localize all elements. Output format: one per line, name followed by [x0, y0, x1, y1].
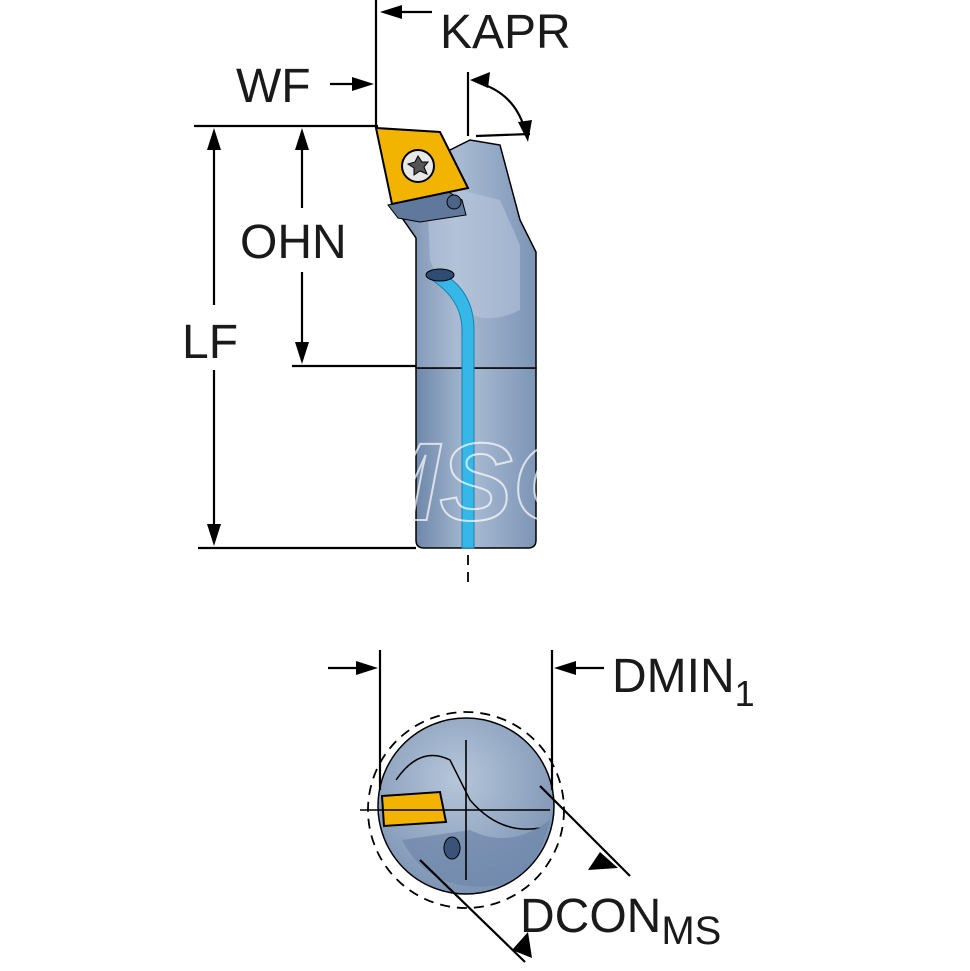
kapr-arc-arrow-top — [470, 72, 490, 88]
watermark: MSC — [348, 421, 594, 544]
coolant-channel — [431, 271, 475, 549]
ohn-label: OHN — [240, 216, 347, 269]
dcon-arrow-lower — [512, 932, 532, 958]
ohn-arrow-bottom — [295, 342, 309, 364]
dcon-extension-upper — [539, 785, 631, 877]
side-dimensions — [194, 0, 532, 550]
ohn-arrow-top — [295, 128, 309, 150]
kapr-angle-reference — [475, 132, 531, 138]
dmin-arrow-right — [554, 661, 576, 675]
lf-arrow-top — [207, 128, 221, 150]
dmin-subscript: 1 — [735, 673, 755, 714]
dcon-main: DCON — [520, 890, 661, 943]
dmin-label: DMIN1 — [612, 650, 755, 714]
boring-bar-shank — [415, 367, 537, 549]
end-head-contour — [395, 754, 541, 830]
torx-socket — [406, 155, 430, 176]
kapr-arrow-left — [380, 5, 402, 19]
end-insert — [380, 790, 448, 828]
wf-label: WF — [236, 60, 311, 113]
lf-label: LF — [182, 316, 238, 369]
clamp-pin — [446, 194, 462, 210]
wf-arrow — [352, 77, 374, 91]
side-view — [374, 126, 537, 585]
end-face-shadow — [402, 820, 550, 887]
end-coolant-hole — [443, 836, 461, 860]
kapr-angle-arc — [481, 82, 527, 131]
dmin-arrow-left — [356, 661, 378, 675]
dcon-subscript: MS — [661, 909, 721, 953]
end-dimensions — [328, 650, 631, 963]
lf-arrow-bottom — [207, 524, 221, 546]
kapr-arc-arrow-bottom — [518, 120, 532, 142]
kapr-label: KAPR — [440, 6, 571, 59]
dcon-label: DCONMS — [520, 890, 721, 953]
dmin-main: DMIN — [612, 650, 735, 703]
coolant-outlet — [425, 268, 455, 282]
dcon-extension-lower — [419, 859, 526, 963]
end-view — [360, 711, 565, 909]
dcon-arrow-upper — [588, 852, 618, 870]
